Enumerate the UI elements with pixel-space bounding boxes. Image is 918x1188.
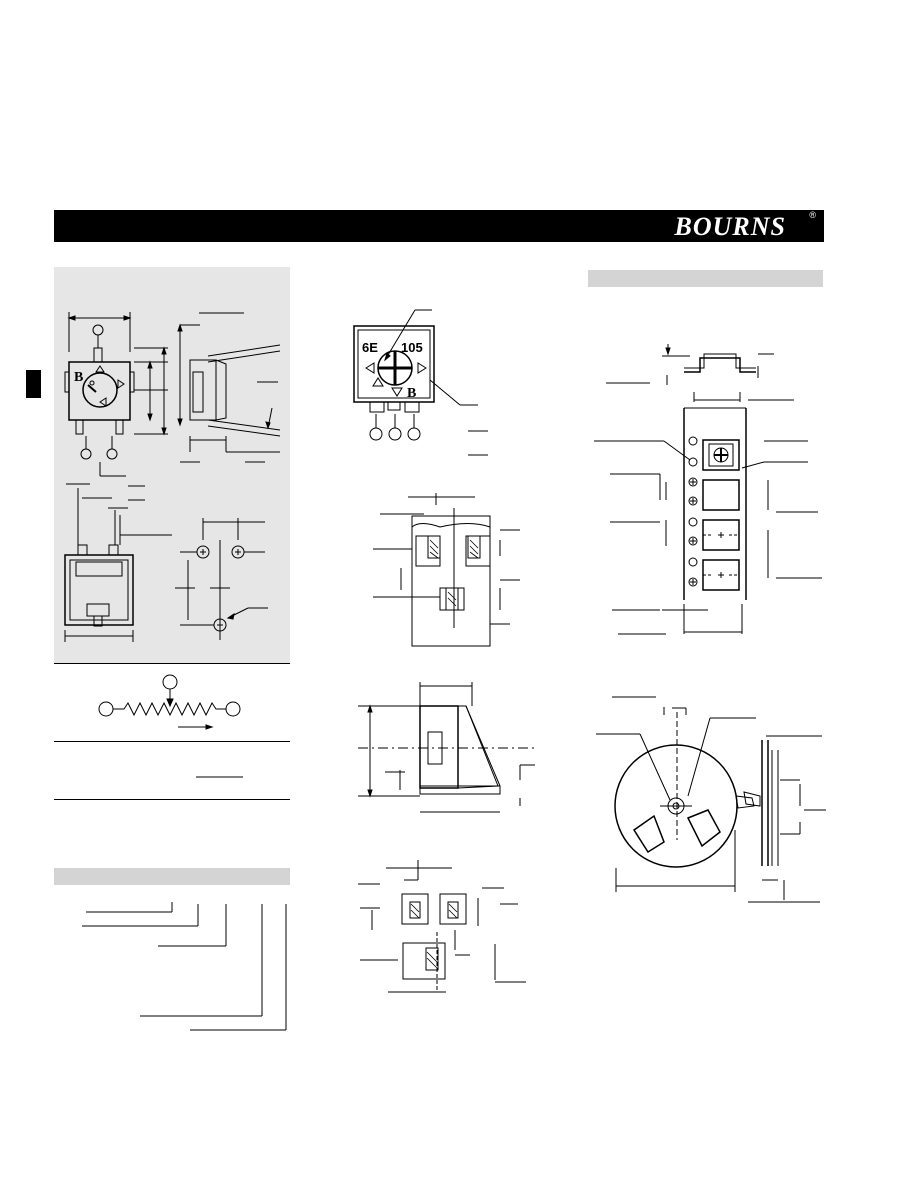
tape-profile-drawing: [606, 344, 794, 402]
section-tab: [26, 370, 41, 398]
registered-mark: ®: [809, 210, 816, 220]
pcb-layout-drawing: [175, 518, 268, 640]
dimension-panel: [54, 267, 290, 663]
reel-drawing: [596, 696, 826, 903]
front-view-drawing: B: [64, 312, 168, 477]
divider-2: [54, 741, 290, 742]
part-number-leaders: [82, 902, 287, 1031]
bourns-logo: BOURNS: [674, 212, 786, 241]
section-band-packaging: [588, 270, 823, 287]
side-view-drawing: [177, 312, 281, 463]
top-view-drawing: [373, 493, 520, 647]
svg-text:105: 105: [401, 340, 423, 355]
header-bar: BOURNS ®: [54, 210, 824, 242]
svg-text:B: B: [74, 370, 83, 385]
svg-text:6E: 6E: [362, 340, 378, 355]
section-band-ordering: [54, 868, 290, 885]
svg-text:B: B: [407, 386, 416, 401]
divider-1: [54, 663, 290, 664]
land-pattern-drawing: [358, 860, 526, 993]
schematic-symbol: [98, 674, 241, 730]
bottom-view-drawing: [64, 483, 172, 642]
carrier-tape-drawing: [594, 407, 822, 635]
profile-view-drawing: [358, 682, 536, 813]
divider-3: [54, 799, 290, 800]
marking-diagram: 6E 105 B: [353, 309, 488, 456]
